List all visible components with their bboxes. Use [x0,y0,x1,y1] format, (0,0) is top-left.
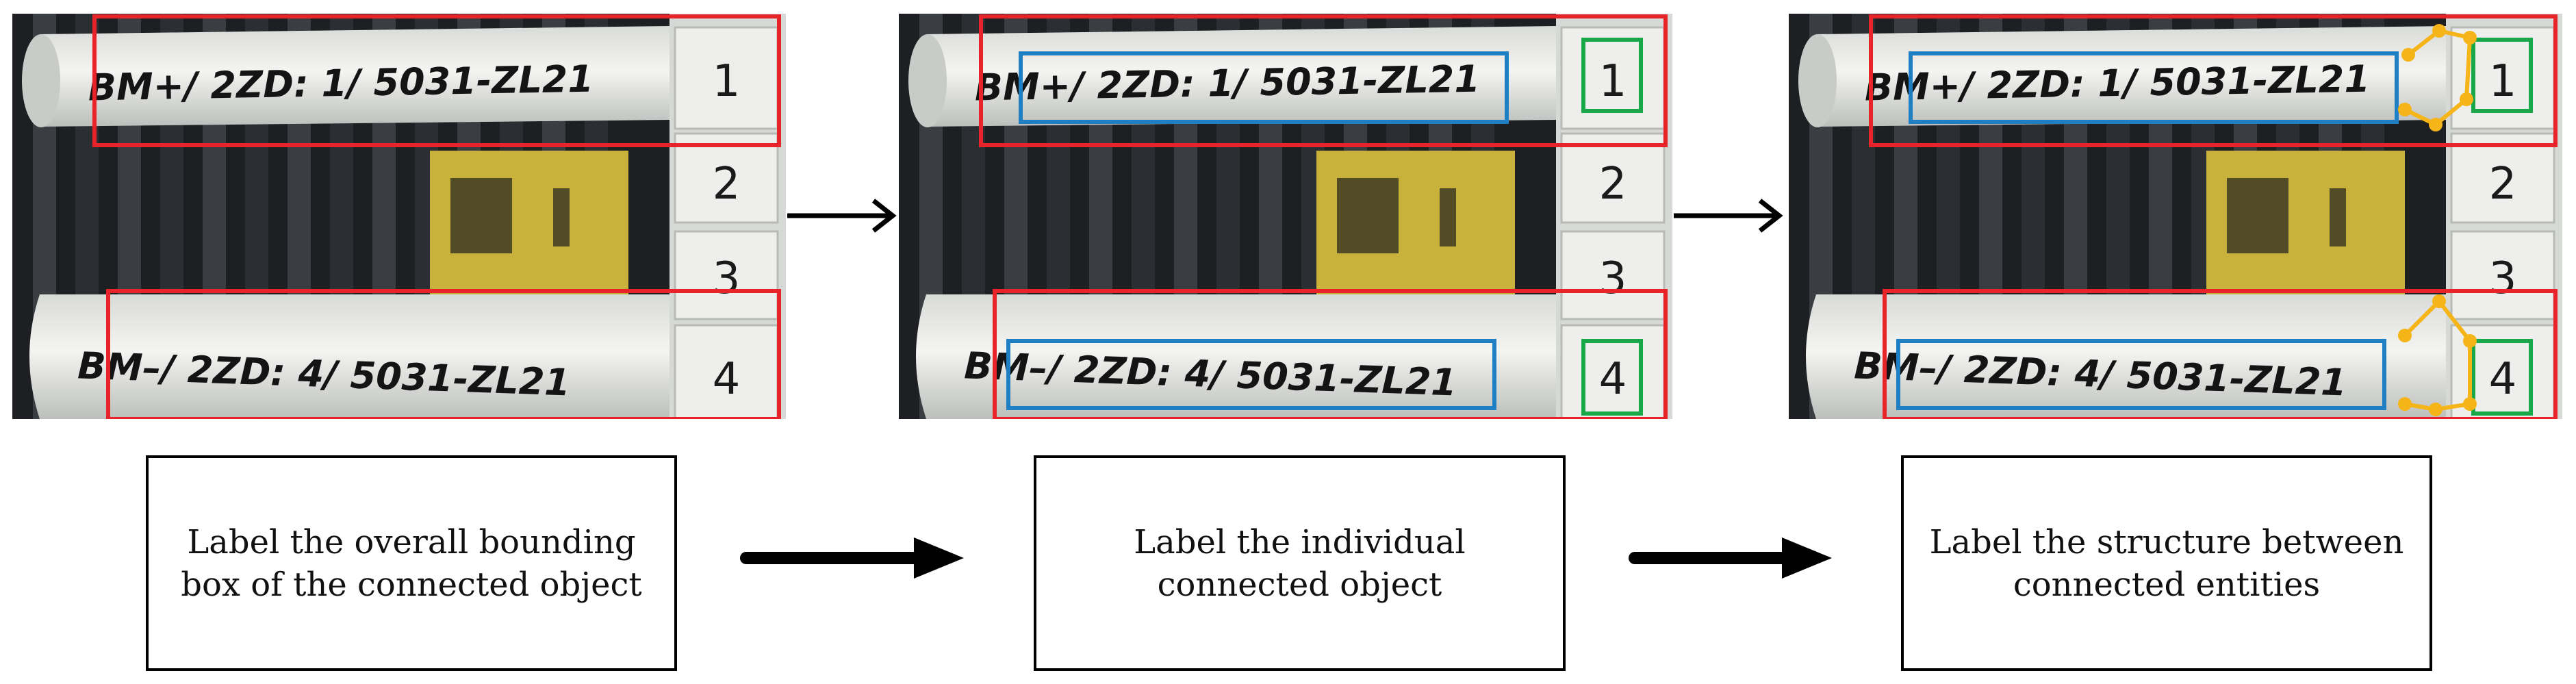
caption-text: Label the overall bounding box of the co… [181,522,642,604]
marker-label-top: BM+/ 2ZD: 1/ 5031-ZL21 [1864,58,2370,110]
caption-box-step-2: Label the individual connected object [1034,455,1566,671]
terminal-number: 3 [2489,253,2517,304]
caption-text: Label the structure between connected en… [1929,522,2404,604]
arrow-right-icon [1629,537,1832,579]
terminal-number: 4 [713,354,741,405]
arrow-right-icon [740,537,964,579]
caption-box-step-1: Label the overall bounding box of the co… [146,455,677,671]
overall-bounding-box [106,289,781,419]
keypoint [2398,103,2412,116]
terminal-number: 1 [2489,56,2517,107]
keypoint [2401,48,2415,62]
keypoint [2398,397,2412,411]
object-bounding-box [1006,339,1496,410]
terminal-number: 4 [1599,354,1627,405]
marker-label-top: BM+/ 2ZD: 1/ 5031-ZL21 [974,58,1480,110]
terminal-number: 1 [1599,56,1627,107]
keypoint [2463,31,2477,45]
terminal-number: 2 [713,159,741,210]
terminal-number: 4 [2489,354,2517,405]
object-bounding-box [1019,51,1509,124]
overall-bounding-box [1869,14,2558,147]
keypoint [2463,397,2477,411]
terminal-number: 2 [2489,159,2517,210]
number-bounding-box [2471,339,2533,416]
terminal-number: 2 [1599,159,1627,210]
overall-bounding-box [1883,289,2558,419]
caption-box-step-3: Label the structure between connected en… [1901,455,2432,671]
marker-label-top: BM+/ 2ZD: 1/ 5031-ZL21 [88,58,594,110]
keypoint [2432,294,2446,308]
overall-bounding-box [92,14,781,147]
number-bounding-box [1581,38,1643,113]
keypoint [2429,118,2443,131]
terminal-number: 3 [713,253,741,304]
arrow-right-icon [1674,199,1783,233]
terminal-number: 1 [713,56,741,107]
caption-text: Label the individual connected object [1134,522,1466,604]
object-bounding-box [1896,339,2386,410]
number-bounding-box [1581,339,1643,416]
keypoint [2432,24,2446,38]
keypoint [2429,403,2443,416]
arrow-right-icon [787,199,897,233]
keypoint [2398,329,2412,342]
keypoint [2460,92,2473,106]
keypoint [2463,334,2477,348]
overall-bounding-box [993,289,1668,419]
object-bounding-box [1909,51,2399,124]
number-bounding-box [2471,38,2533,113]
terminal-number: 3 [1599,253,1627,304]
overall-bounding-box [979,14,1668,147]
